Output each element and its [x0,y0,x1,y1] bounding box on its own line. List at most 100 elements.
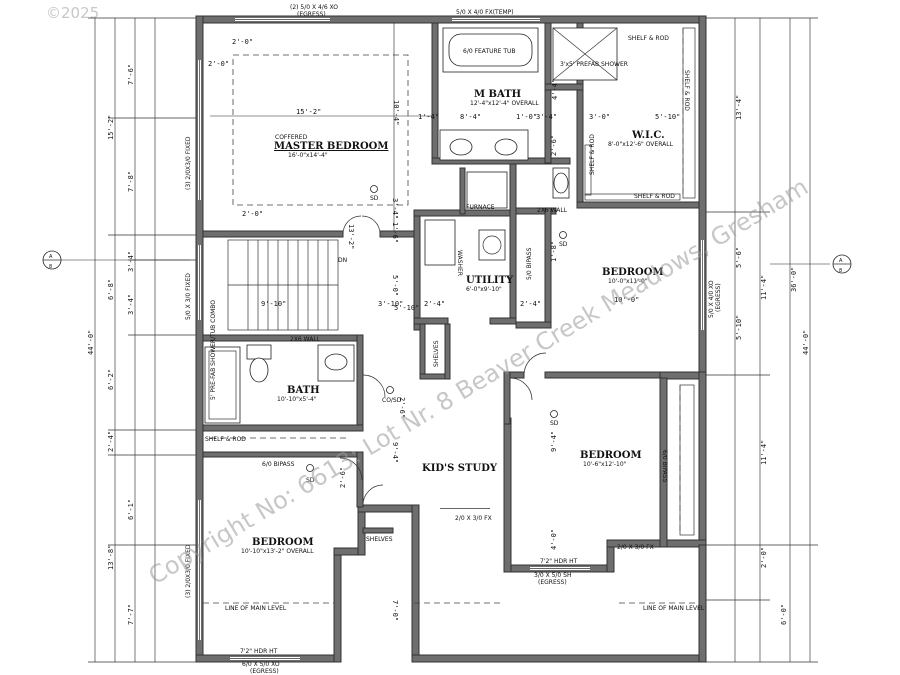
kids-study: KID'S STUDY CO/SD SHELVES [362,374,498,543]
svg-text:2/0 X 3/0 FX: 2/0 X 3/0 FX [617,544,654,551]
wic-label: W.I.C. [631,130,665,141]
svg-text:10'-0"x11'-0": 10'-0"x11'-0" [608,278,648,285]
svg-text:LINE OF MAIN LEVEL: LINE OF MAIN LEVEL [643,605,705,612]
svg-text:3'-0": 3'-0" [589,113,610,121]
bath-label: BATH [287,385,320,396]
svg-text:2'-0": 2'-0" [242,210,263,218]
bedroom-east: BEDROOM 10'-0"x11'-0" SD [523,231,664,376]
svg-text:3'x5' PREFAB SHOWER: 3'x5' PREFAB SHOWER [560,61,628,68]
walk-in-closet: W.I.C. 8'-0"x12'-6" OVERALL SHELF & ROD … [584,27,696,201]
svg-text:SHELVES: SHELVES [366,536,393,543]
svg-text:2X6 WALL: 2X6 WALL [290,336,321,343]
svg-text:6'-0": 6'-0" [780,604,788,625]
svg-text:2'-0": 2'-0" [760,547,768,568]
svg-text:36'-0": 36'-0" [790,267,798,292]
svg-text:5/0 BIPASS: 5/0 BIPASS [526,247,533,280]
svg-text:8'-4": 8'-4" [460,113,481,121]
m-bath: 6/0 FEATURE TUB M BATH 12'-4"x12'-4" OVE… [439,27,628,199]
svg-text:44'-0": 44'-0" [87,330,95,355]
svg-text:7'-7": 7'-7" [127,604,135,625]
svg-text:13'-8": 13'-8" [107,545,115,570]
svg-text:(3) 2/0X3/0 FIXED: (3) 2/0X3/0 FIXED [185,136,192,190]
stairs: DN 2X6 WALL [227,239,347,343]
svg-text:10'-10"x13'-2" OVERALL: 10'-10"x13'-2" OVERALL [241,548,314,555]
svg-text:FURNACE: FURNACE [466,204,495,211]
svg-text:3/0 X 5/0 SH: 3/0 X 5/0 SH [534,572,571,579]
svg-text:3'-10": 3'-10" [378,300,403,308]
left-dimension-text: 7'-6" 15'-2" 7'-8" 3'-4" 6'-8" 3'-4" 6'-… [87,64,135,625]
svg-text:LINE OF MAIN LEVEL: LINE OF MAIN LEVEL [225,605,287,612]
svg-text:SD: SD [559,241,568,248]
svg-text:SHELF & ROD: SHELF & ROD [634,193,675,200]
svg-text:5/0 X 3/0 FIXED: 5/0 X 3/0 FIXED [185,273,192,320]
svg-text:10'-0": 10'-0" [614,296,639,304]
svg-text:9'-4": 9'-4" [550,431,558,452]
window-marks [198,18,704,660]
svg-text:1'-6": 1'-6" [391,222,399,243]
svg-text:11'-4": 11'-4" [760,275,768,300]
svg-text:6'-0"x9'-10": 6'-0"x9'-10" [466,286,502,293]
svg-text:(EGRESS): (EGRESS) [250,668,279,675]
svg-text:6/0 FEATURE TUB: 6/0 FEATURE TUB [463,48,516,55]
svg-text:5'-6": 5'-6" [735,247,743,268]
svg-text:3'-4": 3'-4" [127,294,135,315]
section-marker-left: A 8 [42,250,190,270]
svg-text:7'2" HDR HT: 7'2" HDR HT [240,648,278,655]
svg-text:A: A [49,254,53,260]
svg-text:3'-4": 3'-4" [536,113,557,121]
svg-text:2'-4": 2'-4" [424,300,445,308]
bedroom-southeast: BEDROOM 10'-6"x12'-10" 6/0 BIPASS SD 7'2… [509,377,695,565]
copyright-mark: ©2025 [46,4,99,22]
svg-text:6'-2": 6'-2" [107,369,115,390]
svg-text:5'-10": 5'-10" [655,113,680,121]
window-labels: (2) 5/0 X 4/6 XO (EGRESS) 5/0 X 4/0 FX(T… [185,4,722,675]
svg-text:A: A [839,258,843,264]
svg-text:6/0 BIPASS: 6/0 BIPASS [661,450,668,483]
svg-text:SD: SD [550,420,559,427]
svg-text:10'-10"x5'-4": 10'-10"x5'-4" [277,396,317,403]
right-dimension-lines [705,17,818,663]
svg-text:9'-4": 9'-4" [391,442,399,463]
svg-text:10'-6"x12'-10": 10'-6"x12'-10" [583,461,627,468]
svg-text:SHELF & ROD: SHELF & ROD [683,70,690,111]
svg-text:DN: DN [338,257,347,264]
left-dimension-lines [88,17,198,663]
svg-text:11'-4": 11'-4" [760,440,768,465]
svg-text:2'-6": 2'-6" [398,397,406,418]
svg-text:15'-2": 15'-2" [107,115,115,140]
svg-text:SHELVES: SHELVES [433,340,440,367]
master-bedroom: COFFERED MASTER BEDROOM 16'-0"x14'-4" SD [210,23,432,235]
kids-study-label: KID'S STUDY [422,463,498,474]
svg-text:12'-4"x12'-4" OVERALL: 12'-4"x12'-4" OVERALL [470,100,539,107]
master-bedroom-label: MASTER BEDROOM [274,141,388,152]
svg-text:2'-6": 2'-6" [550,135,558,156]
svg-text:SD: SD [306,477,315,484]
svg-text:2'-4": 2'-4" [107,431,115,452]
bedroom-se-label: BEDROOM [580,450,642,461]
svg-text:(EGRESS): (EGRESS) [297,11,326,18]
svg-text:SHELF & ROD: SHELF & ROD [589,134,596,175]
svg-text:1'-0": 1'-0" [516,113,537,121]
svg-text:(3) 2/0X3/0 FIXED: (3) 2/0X3/0 FIXED [185,544,192,598]
utility-room: FURNACE WASHER UTILITY 6'-0"x9'-10" 5/0 … [424,171,568,367]
svg-text:9'-10": 9'-10" [261,300,286,308]
svg-text:16'-0"x14'-4": 16'-0"x14'-4" [288,152,328,159]
svg-text:CO/SD: CO/SD [382,397,402,404]
svg-text:5/0 X 4/0 XO: 5/0 X 4/0 XO [708,280,715,318]
svg-text:4'-4": 4'-4" [551,79,559,100]
svg-text:44'-0": 44'-0" [802,330,810,355]
svg-text:8'-0"x12'-6" OVERALL: 8'-0"x12'-6" OVERALL [608,141,674,148]
section-marker-right: A 8 [770,254,852,274]
svg-text:8: 8 [839,268,842,274]
utility-label: UTILITY [466,275,514,286]
svg-text:7'2" HDR HT: 7'2" HDR HT [540,558,578,565]
svg-text:7'-6": 7'-6" [127,64,135,85]
svg-text:5'-10": 5'-10" [735,315,743,340]
svg-text:4'-0": 4'-0" [550,529,558,550]
svg-text:13'-4": 13'-4" [735,95,743,120]
svg-text:(2) 5/0 X 4/6 XO: (2) 5/0 X 4/6 XO [290,4,338,11]
svg-text:2/0 X 3/0 FX: 2/0 X 3/0 FX [455,515,492,522]
inner-dimension-text: 2'-0" 2'-0" 10'-4" 15'-2" 8'-4" 1'-0" 3'… [208,38,680,621]
svg-text:(EGRESS): (EGRESS) [538,579,567,586]
svg-text:3'-4": 3'-4" [391,198,399,219]
